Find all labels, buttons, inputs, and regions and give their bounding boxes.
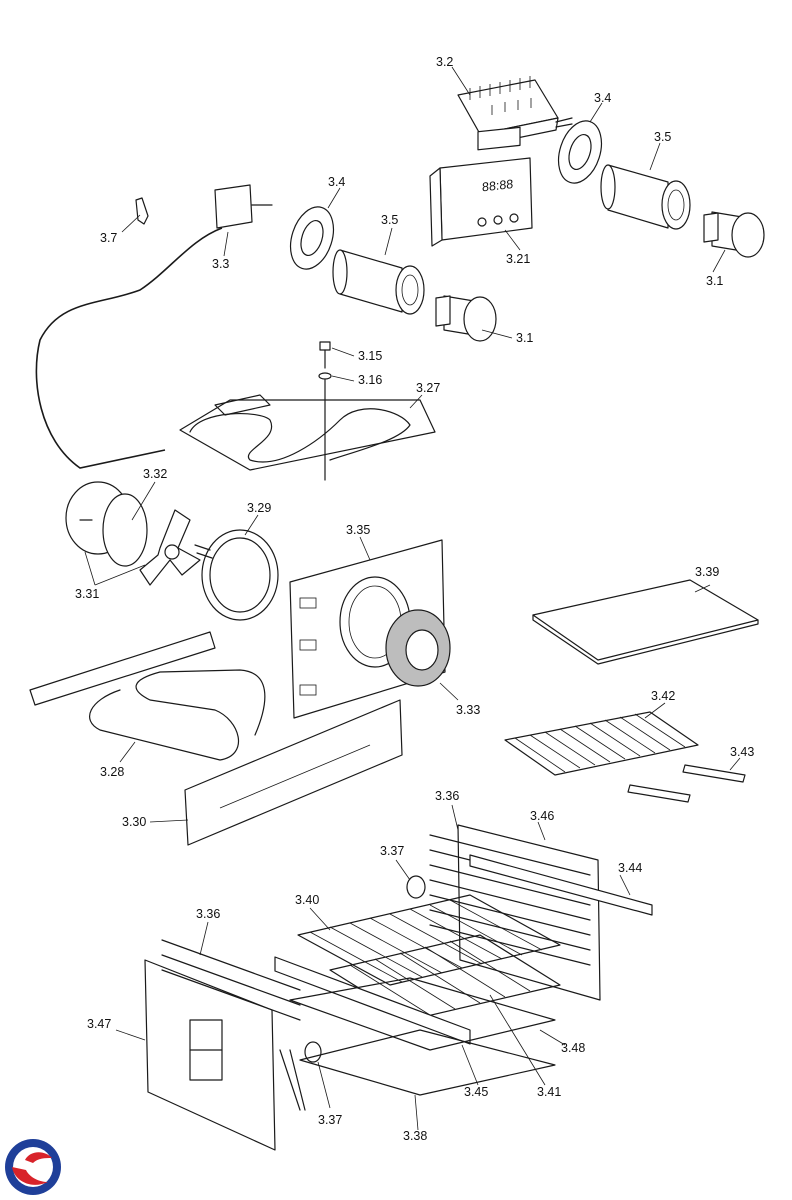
side-runner-left bbox=[161, 939, 306, 1111]
side-panel-left bbox=[144, 959, 276, 1151]
baking-tray bbox=[532, 579, 759, 665]
label-3-1-right: 3.1 bbox=[706, 274, 723, 288]
electronic-timer: 88:88 bbox=[429, 126, 533, 247]
bezel-ring-left bbox=[289, 206, 335, 270]
screw-lower bbox=[304, 1041, 322, 1063]
timer-display-text: 88:88 bbox=[482, 177, 513, 194]
label-3-39: 3.39 bbox=[695, 565, 719, 579]
label-3-38: 3.38 bbox=[403, 1129, 427, 1143]
label-3-41: 3.41 bbox=[537, 1085, 561, 1099]
lower-element bbox=[29, 631, 266, 761]
label-3-7: 3.7 bbox=[100, 231, 117, 245]
part-labels: 3.2 3.4 3.4 3.5 3.5 3.7 3.3 3.21 3.1 3.1… bbox=[75, 55, 754, 1143]
leader-lines bbox=[84, 66, 741, 1131]
label-3-15: 3.15 bbox=[358, 349, 382, 363]
label-3-37-upper: 3.37 bbox=[380, 844, 404, 858]
washer bbox=[318, 372, 332, 481]
label-3-47: 3.47 bbox=[87, 1017, 111, 1031]
label-3-43: 3.43 bbox=[730, 745, 754, 759]
label-3-32: 3.32 bbox=[143, 467, 167, 481]
control-knob-right bbox=[703, 211, 765, 258]
label-3-1-left: 3.1 bbox=[516, 331, 533, 345]
label-3-42: 3.42 bbox=[651, 689, 675, 703]
label-3-29: 3.29 bbox=[247, 501, 271, 515]
label-3-5-left: 3.5 bbox=[381, 213, 398, 227]
label-3-35: 3.35 bbox=[346, 523, 370, 537]
label-3-4-left: 3.4 bbox=[328, 175, 345, 189]
enamel-tray bbox=[289, 977, 556, 1051]
control-knob-left bbox=[435, 295, 497, 342]
thermostat bbox=[35, 184, 273, 469]
knob-sleeve-right bbox=[600, 164, 691, 230]
label-3-5-right: 3.5 bbox=[654, 130, 671, 144]
side-panel-right bbox=[457, 824, 601, 1001]
label-3-4-right: 3.4 bbox=[594, 91, 611, 105]
label-3-21: 3.21 bbox=[506, 252, 530, 266]
label-3-36-left: 3.36 bbox=[196, 907, 220, 921]
side-rail bbox=[184, 699, 403, 846]
label-3-28: 3.28 bbox=[100, 765, 124, 779]
bezel-ring-right bbox=[557, 120, 603, 184]
thermostat-clip bbox=[135, 197, 149, 225]
label-3-40: 3.40 bbox=[295, 893, 319, 907]
label-3-33: 3.33 bbox=[456, 703, 480, 717]
label-3-36-right: 3.36 bbox=[435, 789, 459, 803]
grill-element bbox=[179, 394, 436, 471]
screw bbox=[319, 341, 331, 369]
brand-logo bbox=[5, 1139, 61, 1195]
circular-element bbox=[194, 529, 279, 621]
label-3-46: 3.46 bbox=[530, 809, 554, 823]
shelf-runner-clips bbox=[627, 764, 746, 803]
label-3-45: 3.45 bbox=[464, 1085, 488, 1099]
label-3-30: 3.30 bbox=[122, 815, 146, 829]
label-3-48: 3.48 bbox=[561, 1041, 585, 1055]
label-3-44: 3.44 bbox=[618, 861, 642, 875]
label-3-37-lower: 3.37 bbox=[318, 1113, 342, 1127]
label-3-31: 3.31 bbox=[75, 587, 99, 601]
label-3-3: 3.3 bbox=[212, 257, 229, 271]
wire-shelf-large bbox=[297, 894, 561, 986]
label-3-16: 3.16 bbox=[358, 373, 382, 387]
grill-pan bbox=[299, 1029, 556, 1096]
fan-cover bbox=[385, 609, 451, 687]
shelf-rail-front bbox=[274, 956, 471, 1045]
shelf-rail-right bbox=[469, 854, 653, 916]
knob-sleeve-left bbox=[332, 249, 425, 315]
wire-shelf-small bbox=[504, 711, 699, 776]
label-3-27: 3.27 bbox=[416, 381, 440, 395]
fan-motor bbox=[65, 481, 148, 567]
screw-upper bbox=[406, 875, 426, 899]
fan-blade bbox=[139, 509, 201, 586]
label-3-2: 3.2 bbox=[436, 55, 453, 69]
